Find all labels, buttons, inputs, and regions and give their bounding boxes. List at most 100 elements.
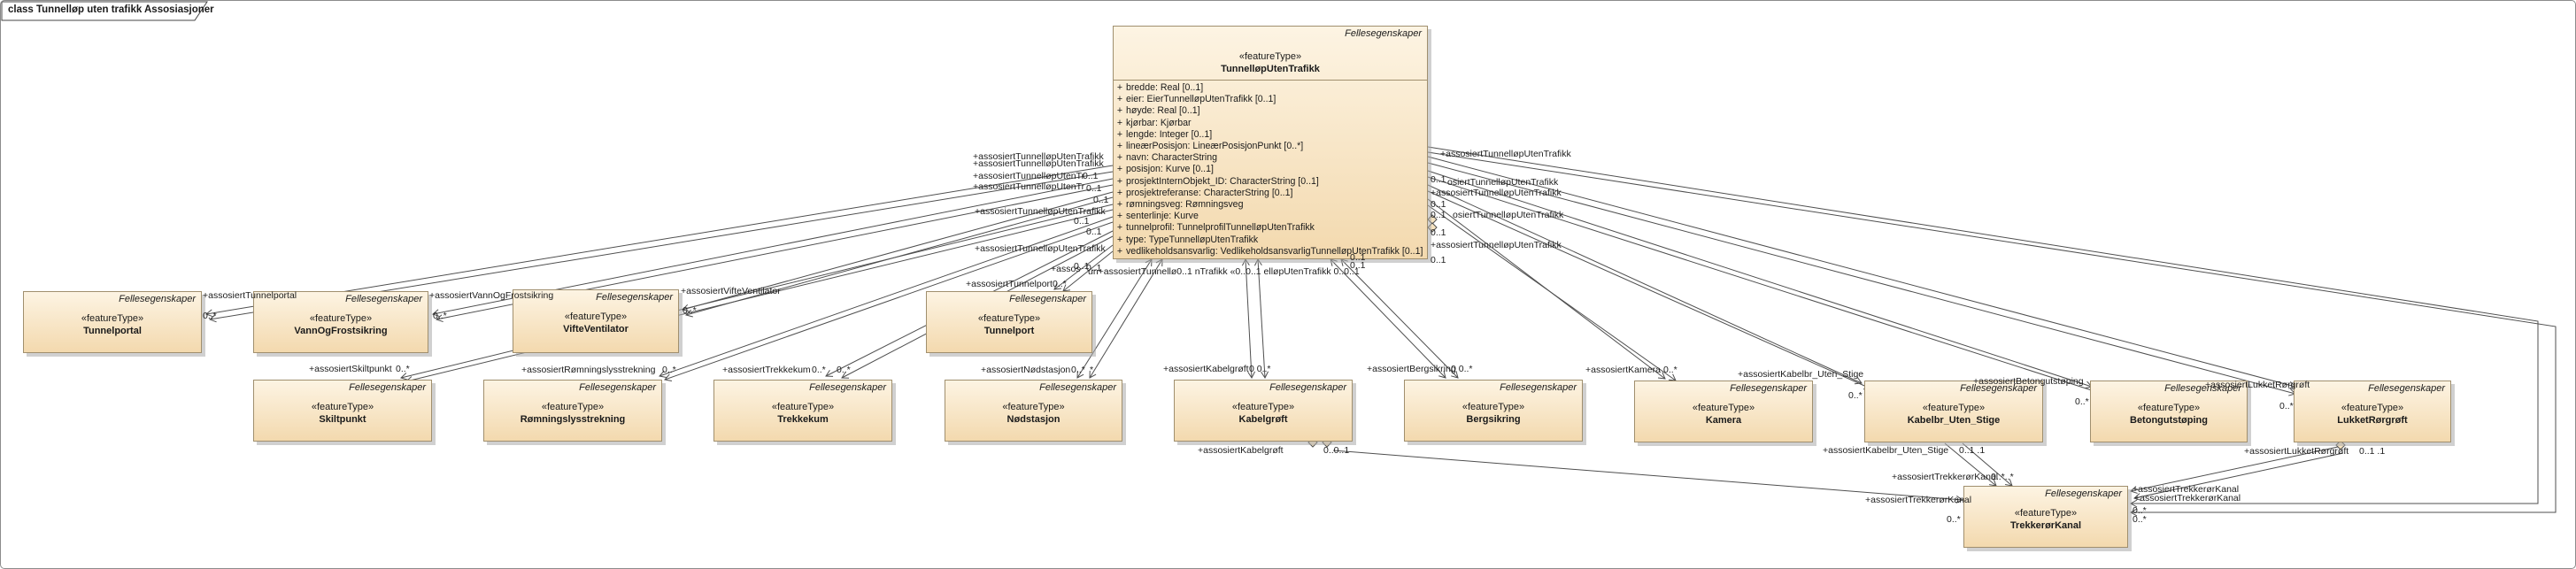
stereotype-label: «featureType» <box>1922 403 1986 413</box>
association-line[interactable] <box>664 221 1114 381</box>
association-line[interactable] <box>1427 156 2296 389</box>
package-label: Fellesegenskaper <box>1960 383 2037 394</box>
multiplicity-label: 0 0..* <box>1249 364 1271 374</box>
class-attribute: +lengde: Integer [0..1] <box>1114 129 1427 141</box>
class-box-vann-og-frostsikring[interactable]: Fellesegenskaper«featureType»VannOgFrost… <box>253 291 428 353</box>
class-attribute: +type: TypeTunnelløpUtenTrafikk <box>1114 235 1427 246</box>
class-box-kabelbr-uten-stige[interactable]: Fellesegenskaper«featureType»Kabelbr_Ute… <box>1864 381 2043 442</box>
class-box-lukket-rorgroft[interactable]: Fellesegenskaper«featureType»LukketRørgr… <box>2294 381 2451 442</box>
class-attribute: +høyde: Real [0..1] <box>1114 105 1427 117</box>
class-attribute: +eier: EierTunnelløpUtenTrafikk [0..1] <box>1114 94 1427 105</box>
multiplicity-label: 0..* <box>2279 401 2294 411</box>
class-box-kabelgroft[interactable]: Fellesegenskaper«featureType»Kabelgrøft <box>1174 380 1353 442</box>
class-box-betongutstoping[interactable]: Fellesegenskaper «featureType» Betongutstø… <box>2090 381 2248 442</box>
association-role-label: +assosiertTunnelportal <box>203 290 297 301</box>
class-box-bergsikring[interactable]: Fellesegenskaper«featureType»Bergsikring <box>1404 380 1583 442</box>
attribute-text: høyde: Real [0..1] <box>1126 105 1200 117</box>
association-line[interactable] <box>1427 184 1863 385</box>
association-line[interactable] <box>1427 170 2093 389</box>
association-line[interactable] <box>1340 258 1459 379</box>
association-line[interactable] <box>1241 258 1256 380</box>
association-line[interactable] <box>1427 162 2296 396</box>
class-attribute: +prosjektreferanse: CharacterString [0..… <box>1114 188 1427 199</box>
visibility-marker: + <box>1116 199 1123 211</box>
association-line[interactable] <box>1962 442 2013 487</box>
association-role-label: +assosiertTrekkerørKanal <box>2134 493 2241 504</box>
class-box-kamera[interactable]: Fellesegenskaper«featureType»Kamera <box>1634 381 1813 442</box>
association-line[interactable] <box>682 191 1114 312</box>
class-box-tunnellop-uten-trafikk[interactable]: Fellesegenskaper «featureType» Tunnelløp… <box>1113 26 1428 259</box>
class-box-vifte-ventilator[interactable]: Fellesegenskaper«featureType»VifteVentil… <box>513 289 679 353</box>
attribute-text: prosjektInternObjekt_ID: CharacterString… <box>1126 175 1319 187</box>
package-label: Fellesegenskaper <box>349 382 426 393</box>
class-box-trekkekum[interactable]: Fellesegenskaper«featureType»Trekkekum <box>713 380 892 442</box>
association-line[interactable] <box>1089 258 1163 379</box>
association-line[interactable] <box>659 216 1114 378</box>
association-line[interactable] <box>2130 446 2339 494</box>
association-role-label: +assosiertTunnelløpUtenTrafikk <box>973 151 1104 162</box>
association-line[interactable] <box>205 165 1114 318</box>
association-role-label: +assosiertNødstasjon <box>981 365 1071 375</box>
association-role-label: +assosiertSkiltpunkt <box>309 364 392 374</box>
association-line[interactable] <box>1330 258 1446 379</box>
visibility-marker: + <box>1116 117 1123 128</box>
attribute-text: senterlinje: Kurve <box>1126 211 1199 222</box>
association-line[interactable] <box>1253 258 1269 380</box>
package-label: Fellesegenskaper <box>2164 383 2241 394</box>
visibility-marker: + <box>1116 82 1123 93</box>
visibility-marker: + <box>1116 245 1123 257</box>
association-line[interactable] <box>1427 190 1871 390</box>
association-line[interactable] <box>1332 450 1964 504</box>
package-label: Fellesegenskaper <box>1269 382 1346 393</box>
class-box-skiltpunkt[interactable]: Fellesegenskaper «featureType» Skiltpunkt <box>253 380 432 442</box>
class-box-tunnelport[interactable]: Fellesegenskaper«featureType»Tunnelport <box>926 291 1092 353</box>
class-name: Skiltpunkt <box>319 414 366 425</box>
multiplicity-label: 0..* <box>203 311 217 321</box>
multiplicity-label: 0..0..1 <box>1323 445 1350 456</box>
stereotype-label: «featureType» <box>311 402 374 412</box>
association-role-label: +assosiertKabelgrøft <box>1163 364 1249 374</box>
package-label: Fellesegenskaper <box>345 294 422 304</box>
compartment-divider <box>1114 80 1427 81</box>
class-box-trekkeror-kanal[interactable]: Fellesegenskaper«featureType»TrekkerørKa… <box>1963 486 2128 548</box>
association-role-label: +assosiertTunnelløpUtenTrafikk <box>1431 240 1562 250</box>
package-label: Fellesegenskaper <box>2368 383 2445 394</box>
association-line[interactable] <box>1427 176 2098 395</box>
multiplicity-label: 0..* <box>683 305 697 316</box>
class-name: Tunnelportal <box>83 326 142 336</box>
multiplicity-label: 0..* <box>1663 365 1677 375</box>
class-box-romningslysstrekning[interactable]: Fellesegenskaper«featureType»Rømningslys… <box>483 380 662 442</box>
visibility-marker: + <box>1116 164 1123 175</box>
multiplicity-label: 0..1 <box>1074 216 1090 227</box>
class-box-tunnelportal[interactable]: Fellesegenskaper«featureType»Tunnelporta… <box>23 291 202 353</box>
multiplicity-label: 0..1 <box>1074 261 1090 272</box>
class-attribute: +bredde: Real [0..1] <box>1114 82 1427 94</box>
association-role-label: +assosiertTrekkekum <box>722 365 811 375</box>
association-line[interactable] <box>1427 204 1677 381</box>
package-label: Fellesegenskaper <box>2045 488 2122 499</box>
visibility-marker: + <box>1116 141 1123 152</box>
association-line[interactable] <box>1427 151 2557 517</box>
association-role-label: +assosiertBergsikring <box>1367 364 1456 374</box>
multiplicity-label: 0..* <box>433 311 447 321</box>
multiplicity-label: 0..1 <box>1086 263 1102 273</box>
association-role-label: +assosiertKabelgrøft <box>1198 445 1284 456</box>
multiplicity-label: 0..1 <box>1431 255 1446 265</box>
class-name: Kamera <box>1705 415 1742 426</box>
multiplicity-label: 0..1 <box>1431 210 1446 220</box>
association-line[interactable] <box>1427 146 2539 508</box>
class-name: VifteVentilator <box>563 324 629 334</box>
class-attribute: +kjørbar: Kjørbar <box>1114 118 1427 129</box>
class-box-nodstasjon[interactable]: Fellesegenskaper«featureType»Nødstasjon <box>945 380 1122 442</box>
stereotype-label: «featureType» <box>564 311 628 322</box>
stereotype-label: «featureType» <box>2137 403 2201 413</box>
association-line[interactable] <box>1944 442 1997 487</box>
multiplicity-label: 0..* <box>2133 505 2147 516</box>
class-name: Tunnelport <box>983 326 1035 336</box>
attribute-text: type: TypeTunnelløpUtenTrafikk <box>1126 234 1259 245</box>
class-name: Betongutstøping <box>2130 415 2208 426</box>
diagram-title: class Tunnelløp uten trafikk Assosiasjon… <box>8 4 214 15</box>
multiplicity-label: 0..* <box>662 365 676 375</box>
package-label: Fellesegenskaper <box>1500 382 1577 393</box>
association-line[interactable] <box>2133 452 2344 501</box>
